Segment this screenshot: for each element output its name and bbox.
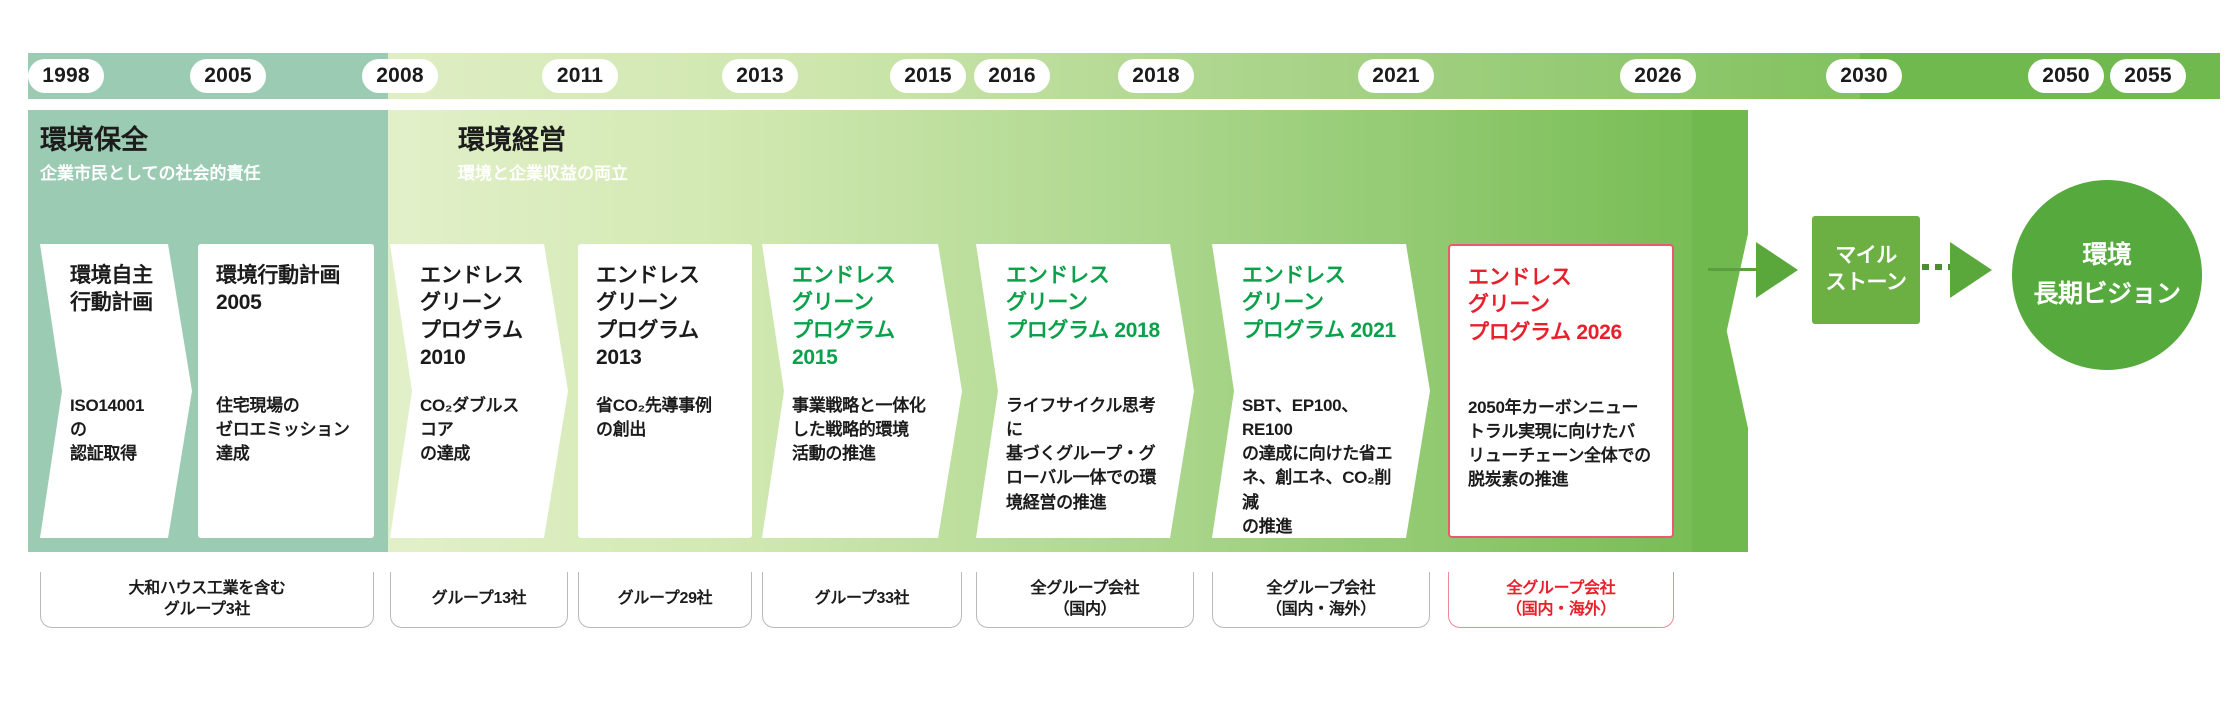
program-card-6[interactable]: エンドレスグリーンプログラム 2018 ライフサイクル思考に基づくグループ・グロー… [976, 244, 1194, 538]
phase-title: 環境保全 [40, 125, 148, 155]
scope-label-2: グループ13社 [390, 572, 568, 628]
program-card-body: 省CO₂先導事例の創出 [596, 396, 712, 440]
program-card-body: 2050年カーボンニュートラル実現に向けたバリューチェーン全体での脱炭素の推進 [1468, 398, 1651, 490]
scope-label-text: グループ13社 [431, 590, 527, 608]
connector-line-to-milestone [1708, 268, 1760, 271]
vision-title-line2: 長期ビジョン [2033, 280, 2181, 308]
milestone-box: マイルストーン [1812, 216, 1920, 324]
year-pill-2030[interactable]: 2030 [1826, 59, 1902, 93]
scope-label-text: 全グループ会社（国内） [1030, 579, 1140, 618]
program-card-body: ライフサイクル思考に基づくグループ・グローバル一体での環境経営の推進 [1006, 396, 1157, 512]
scope-label-7: 全グループ会社（国内・海外） [1448, 572, 1674, 628]
scope-label-4: グループ33社 [762, 572, 962, 628]
phase-label-1: 環境保全企業市民としての社会的責任 [40, 125, 261, 183]
year-pill-2018[interactable]: 2018 [1118, 59, 1194, 93]
scope-label-5: 全グループ会社（国内） [976, 572, 1194, 628]
year-pill-1998[interactable]: 1998 [28, 59, 104, 93]
phase-subtitle: 環境と企業収益の両立 [458, 163, 628, 183]
scope-label-1: 大和ハウス工業を含むグループ3社 [40, 572, 374, 628]
scope-label-text: グループ29社 [617, 590, 713, 608]
scope-label-text: 全グループ会社（国内・海外） [1266, 579, 1376, 618]
vision-title-line1: 環境 [2082, 241, 2132, 270]
year-pill-2011[interactable]: 2011 [542, 59, 618, 93]
program-card-1[interactable]: 環境自主行動計画 ISO14001の認証取得 [40, 244, 192, 538]
phase-subtitle: 企業市民としての社会的責任 [40, 163, 261, 183]
scope-label-text: 大和ハウス工業を含むグループ3社 [128, 579, 286, 618]
year-pill-2013[interactable]: 2013 [722, 59, 798, 93]
year-pill-2008[interactable]: 2008 [362, 59, 438, 93]
year-pill-2055[interactable]: 2055 [2110, 59, 2186, 93]
scope-label-text: グループ33社 [814, 590, 910, 608]
program-card-title: エンドレスグリーンプログラム 2021 [1242, 264, 1396, 342]
program-card-8[interactable]: エンドレスグリーンプログラム 2026 2050年カーボンニュートラル実現に向けた… [1448, 244, 1674, 538]
scope-label-text: 全グループ会社（国内・海外） [1506, 579, 1616, 618]
milestone-label: マイルストーン [1825, 244, 1907, 294]
program-card-body: CO₂ダブルスコアの達成 [420, 396, 519, 464]
dotted-connector-icon [1922, 264, 1956, 270]
year-pill-2026[interactable]: 2026 [1620, 59, 1696, 93]
program-card-body: ISO14001の認証取得 [70, 396, 145, 464]
arrow-to-milestone-icon [1756, 242, 1798, 298]
program-card-title: エンドレスグリーンプログラム 2026 [1468, 266, 1622, 344]
phase-label-2: 環境経営環境と企業収益の両立 [458, 125, 628, 183]
phase-band-arrow-tip [1692, 110, 1748, 552]
arrow-to-vision-icon [1950, 242, 1992, 298]
year-pill-2016[interactable]: 2016 [974, 59, 1050, 93]
phase-title: 環境経営 [458, 125, 566, 155]
scope-label-6: 全グループ会社（国内・海外） [1212, 572, 1430, 628]
program-card-title: エンドレスグリーンプログラム 2018 [1006, 264, 1160, 342]
year-pill-2015[interactable]: 2015 [890, 59, 966, 93]
scope-label-3: グループ29社 [578, 572, 752, 628]
year-pill-2021[interactable]: 2021 [1358, 59, 1434, 93]
long-term-vision-circle: 環境 長期ビジョン [2012, 180, 2202, 370]
program-card-body: 住宅現場のゼロエミッション達成 [216, 396, 350, 464]
year-pill-2005[interactable]: 2005 [190, 59, 266, 93]
program-card-body: 事業戦略と一体化した戦略的環境活動の推進 [792, 396, 926, 464]
program-card-title: 環境自主行動計画 [70, 264, 153, 315]
year-pill-2050[interactable]: 2050 [2028, 59, 2104, 93]
